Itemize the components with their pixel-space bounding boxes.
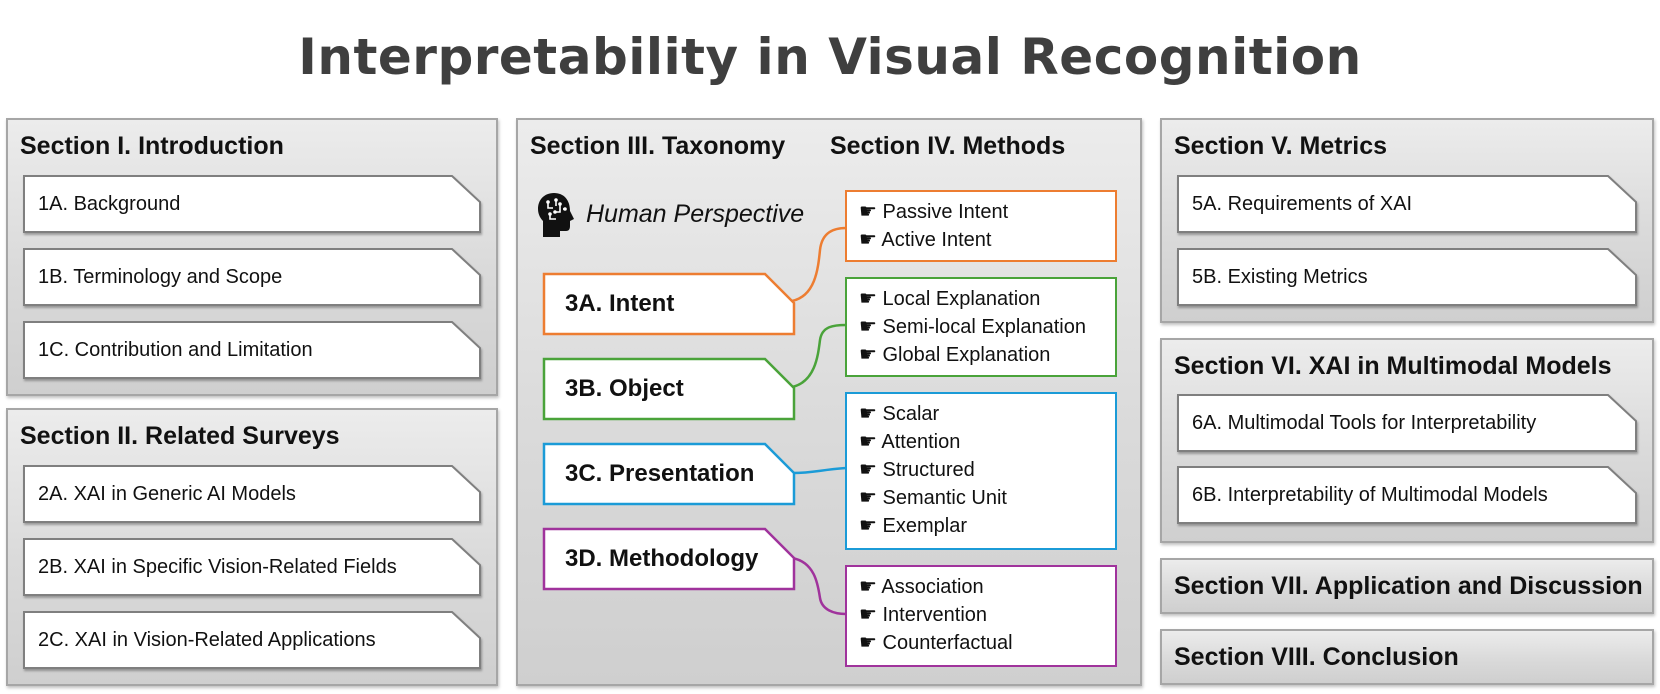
- item-label: 3D. Methodology: [565, 545, 759, 572]
- pointing-hand-icon: ☛: [859, 604, 877, 626]
- method-item: ☛ Intervention: [859, 601, 1103, 629]
- method-item: ☛ Exemplar: [859, 512, 1103, 540]
- method-label: Scalar: [882, 403, 940, 425]
- subsection-item: 2B. XAI in Specific Vision-Related Field…: [23, 538, 481, 596]
- pointing-hand-icon: ☛: [859, 431, 877, 453]
- section-introduction-title: Section I. Introduction: [20, 132, 284, 160]
- method-item: ☛ Structured: [859, 456, 1103, 484]
- method-item: ☛ Semi-local Explanation: [859, 313, 1103, 341]
- subsection-item: 1B. Terminology and Scope: [23, 248, 481, 306]
- item-label: 2A. XAI in Generic AI Models: [38, 483, 296, 505]
- subsection-item: 2C. XAI in Vision-Related Applications: [23, 611, 481, 669]
- section-related-surveys-title: Section II. Related Surveys: [20, 422, 340, 450]
- pointing-hand-icon: ☛: [859, 344, 877, 366]
- method-label: Counterfactual: [882, 632, 1013, 654]
- subsection-item: 2A. XAI in Generic AI Models: [23, 465, 481, 523]
- subsection-item: 6A. Multimodal Tools for Interpretabilit…: [1177, 394, 1637, 452]
- method-label: Attention: [881, 431, 961, 453]
- pointing-hand-icon: ☛: [859, 459, 877, 481]
- pointing-hand-icon: ☛: [859, 515, 877, 537]
- method-label: Global Explanation: [882, 344, 1051, 366]
- method-item: ☛ Counterfactual: [859, 629, 1103, 657]
- taxonomy-intent: 3A. Intent: [542, 272, 796, 336]
- intent-methods-box: ☛ Passive Intent ☛ Active Intent: [845, 190, 1117, 262]
- method-item: ☛ Active Intent: [859, 226, 1103, 254]
- taxonomy-object: 3B. Object: [542, 357, 796, 421]
- method-item: ☛ Passive Intent: [859, 198, 1103, 226]
- methodology-methods-box: ☛ Association ☛ Intervention ☛ Counterfa…: [845, 565, 1117, 667]
- pointing-hand-icon: ☛: [859, 316, 877, 338]
- pointing-hand-icon: ☛: [859, 229, 877, 251]
- method-item: ☛ Attention: [859, 428, 1103, 456]
- method-label: Active Intent: [881, 229, 992, 251]
- method-item: ☛ Local Explanation: [859, 285, 1103, 313]
- section-application-title: Section VII. Application and Discussion: [1174, 572, 1643, 600]
- method-label: Association: [881, 576, 984, 598]
- item-label: 3B. Object: [565, 375, 684, 402]
- item-label: 3A. Intent: [565, 290, 675, 317]
- method-item: ☛ Semantic Unit: [859, 484, 1103, 512]
- method-label: Structured: [882, 459, 975, 481]
- section-taxonomy-title: Section III. Taxonomy: [530, 132, 786, 160]
- head-brain-icon: [538, 193, 574, 237]
- method-label: Local Explanation: [882, 288, 1041, 310]
- taxonomy-methodology: 3D. Methodology: [542, 527, 796, 591]
- pointing-hand-icon: ☛: [859, 201, 877, 223]
- subsection-item: 1C. Contribution and Limitation: [23, 321, 481, 379]
- section-conclusion-panel: Section VIII. Conclusion: [1160, 629, 1654, 685]
- method-item: ☛ Global Explanation: [859, 341, 1103, 369]
- method-label: Passive Intent: [882, 201, 1009, 223]
- method-label: Exemplar: [882, 515, 967, 537]
- item-label: 1B. Terminology and Scope: [38, 266, 283, 288]
- item-label: 6A. Multimodal Tools for Interpretabilit…: [1192, 412, 1537, 434]
- method-label: Intervention: [882, 604, 988, 626]
- item-label: 1A. Background: [38, 193, 181, 215]
- item-label: 2B. XAI in Specific Vision-Related Field…: [38, 556, 397, 578]
- pointing-hand-icon: ☛: [859, 288, 877, 310]
- item-label: 3C. Presentation: [565, 460, 755, 487]
- pointing-hand-icon: ☛: [859, 576, 877, 598]
- subsection-item: 5B. Existing Metrics: [1177, 248, 1637, 306]
- method-label: Semi-local Explanation: [882, 316, 1086, 338]
- presentation-methods-box: ☛ Scalar ☛ Attention ☛ Structured ☛ Sema…: [845, 392, 1117, 550]
- taxonomy-presentation: 3C. Presentation: [542, 442, 796, 506]
- pointing-hand-icon: ☛: [859, 487, 877, 509]
- section-metrics-title: Section V. Metrics: [1174, 132, 1388, 160]
- section-application-panel: Section VII. Application and Discussion: [1160, 558, 1654, 614]
- subsection-item: 1A. Background: [23, 175, 481, 233]
- item-label: 5B. Existing Metrics: [1192, 266, 1368, 288]
- method-item: ☛ Scalar: [859, 400, 1103, 428]
- item-label: 6B. Interpretability of Multimodal Model…: [1192, 484, 1548, 506]
- object-methods-box: ☛ Local Explanation ☛ Semi-local Explana…: [845, 277, 1117, 377]
- pointing-hand-icon: ☛: [859, 632, 877, 654]
- pointing-hand-icon: ☛: [859, 403, 877, 425]
- human-perspective-label: Human Perspective: [586, 200, 805, 228]
- item-label: 1C. Contribution and Limitation: [38, 339, 313, 361]
- section-multimodal-title: Section VI. XAI in Multimodal Models: [1174, 352, 1612, 380]
- section-methods-title: Section IV. Methods: [830, 132, 1066, 160]
- subsection-item: 5A. Requirements of XAI: [1177, 175, 1637, 233]
- subsection-item: 6B. Interpretability of Multimodal Model…: [1177, 466, 1637, 524]
- item-label: 5A. Requirements of XAI: [1192, 193, 1413, 215]
- section-conclusion-title: Section VIII. Conclusion: [1174, 643, 1459, 671]
- method-item: ☛ Association: [859, 573, 1103, 601]
- method-label: Semantic Unit: [882, 487, 1008, 509]
- item-label: 2C. XAI in Vision-Related Applications: [38, 629, 376, 651]
- diagram-title: Interpretability in Visual Recognition: [298, 28, 1362, 86]
